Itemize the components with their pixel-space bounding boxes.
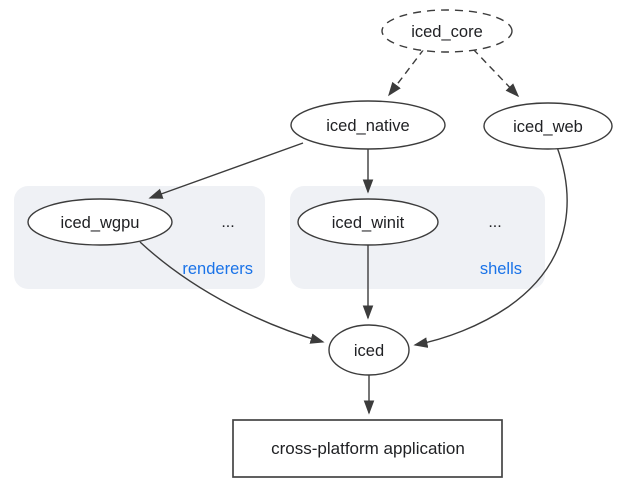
edge-iced-native-to-iced-wgpu	[148, 142, 304, 199]
iced-native-label: iced_native	[326, 117, 409, 135]
node-iced: iced	[328, 324, 410, 376]
edge-iced-wgpu-to-iced	[139, 241, 325, 344]
iced-web-label: iced_web	[513, 118, 583, 136]
shells-group-label: shells	[480, 260, 522, 278]
renderers-group-label: renderers	[182, 260, 253, 278]
iced-winit-label: iced_winit	[332, 214, 405, 232]
app-label: cross-platform application	[271, 439, 465, 458]
node-iced-native: iced_native	[290, 100, 446, 150]
iced-wgpu-ellipse	[27, 198, 173, 246]
edge-iced-core-to-iced-native	[388, 48, 425, 97]
iced-wgpu-label: iced_wgpu	[61, 214, 140, 232]
node-cross-platform-application: cross-platform application	[232, 419, 503, 478]
renderers-ellipsis: ...	[221, 214, 234, 231]
iced-native-ellipse	[290, 100, 446, 150]
iced-winit-ellipse	[297, 198, 439, 246]
edge-iced-web-to-iced	[413, 146, 568, 348]
iced-web-ellipse	[483, 102, 613, 150]
edge-iced-core-to-iced-web	[472, 48, 520, 98]
node-iced-winit: iced_winit	[297, 198, 439, 246]
node-iced-wgpu: iced_wgpu	[27, 198, 173, 246]
iced-ellipse	[328, 324, 410, 376]
app-rect	[232, 419, 503, 478]
node-iced-core: iced_core	[381, 9, 513, 53]
shells-ellipsis: ...	[488, 214, 501, 231]
iced-label: iced	[354, 342, 384, 360]
node-iced-web: iced_web	[483, 102, 613, 150]
iced-core-label: iced_core	[411, 23, 483, 41]
iced-core-ellipse	[381, 9, 513, 53]
